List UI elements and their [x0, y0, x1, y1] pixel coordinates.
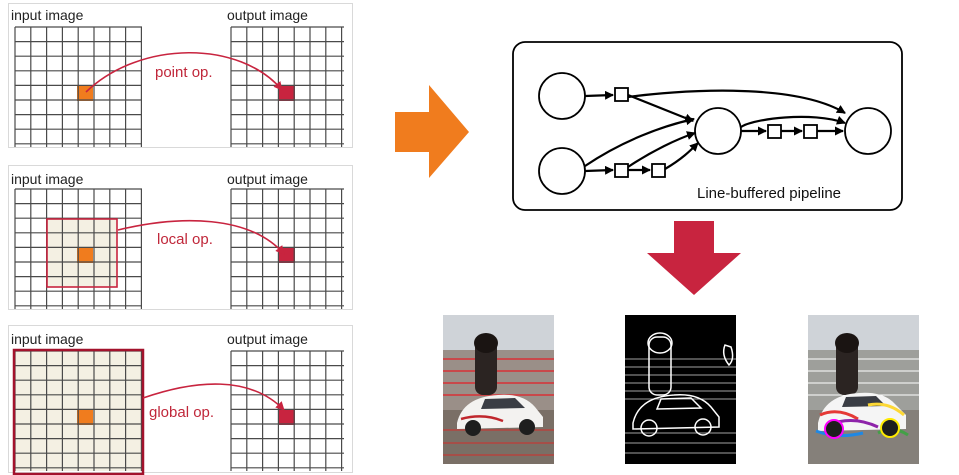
photo-colored-features: [808, 315, 919, 464]
target-pixel: [77, 247, 93, 263]
result-pixel: [279, 409, 295, 425]
point-op-label: point op.: [153, 64, 215, 81]
output-image-label: output image: [227, 7, 308, 23]
point-op-output-grid: [230, 26, 344, 147]
edge: [584, 165, 614, 175]
stage-node: [694, 107, 742, 155]
edge: [627, 89, 846, 114]
global-op-arrow: [142, 383, 285, 411]
target-pixel: [77, 409, 93, 425]
edge: [740, 115, 846, 128]
pipeline-caption: Line-buffered pipeline: [697, 185, 842, 202]
big-crimson-arrow: [647, 221, 741, 295]
local-op-label: local op.: [155, 231, 215, 248]
edge: [627, 93, 694, 123]
line-buffer: [803, 124, 818, 139]
input-image-label: input image: [11, 331, 84, 347]
local-op-input-grid: [14, 188, 143, 309]
point-op-arrow: [85, 51, 283, 93]
output-image-label: output image: [227, 171, 308, 187]
line-buffer: [767, 124, 782, 139]
global-window: [12, 348, 145, 475]
result-pixel: [279, 85, 295, 101]
input-image-label: input image: [11, 171, 84, 187]
point-op-panel: input image output image: [8, 3, 353, 148]
car-body: [457, 394, 543, 429]
pipeline-diagram: [512, 41, 903, 211]
line-buffer: [651, 163, 666, 178]
edge: [584, 90, 614, 100]
big-orange-arrow: [395, 85, 469, 178]
photo-edge-detection: [625, 315, 736, 464]
stage-node: [538, 72, 586, 120]
photo-input-car: [443, 315, 554, 464]
global-op-panel: input image output image: [8, 325, 353, 473]
edge: [664, 142, 699, 170]
point-op-input-grid: [14, 26, 143, 147]
edge: [627, 131, 696, 168]
edge: [584, 116, 695, 167]
neighborhood-window: [46, 218, 118, 288]
local-op-arrow: [117, 219, 285, 255]
line-buffer: [614, 87, 629, 102]
input-image-label: input image: [11, 7, 84, 23]
global-op-input-grid: [12, 348, 145, 475]
stage-node: [844, 107, 892, 155]
local-op-panel: input image output image: [8, 165, 353, 310]
line-buffer: [614, 163, 629, 178]
output-image-label: output image: [227, 331, 308, 347]
global-op-label: global op.: [147, 404, 217, 421]
stage-node: [538, 147, 586, 195]
global-op-output-grid: [230, 350, 344, 471]
